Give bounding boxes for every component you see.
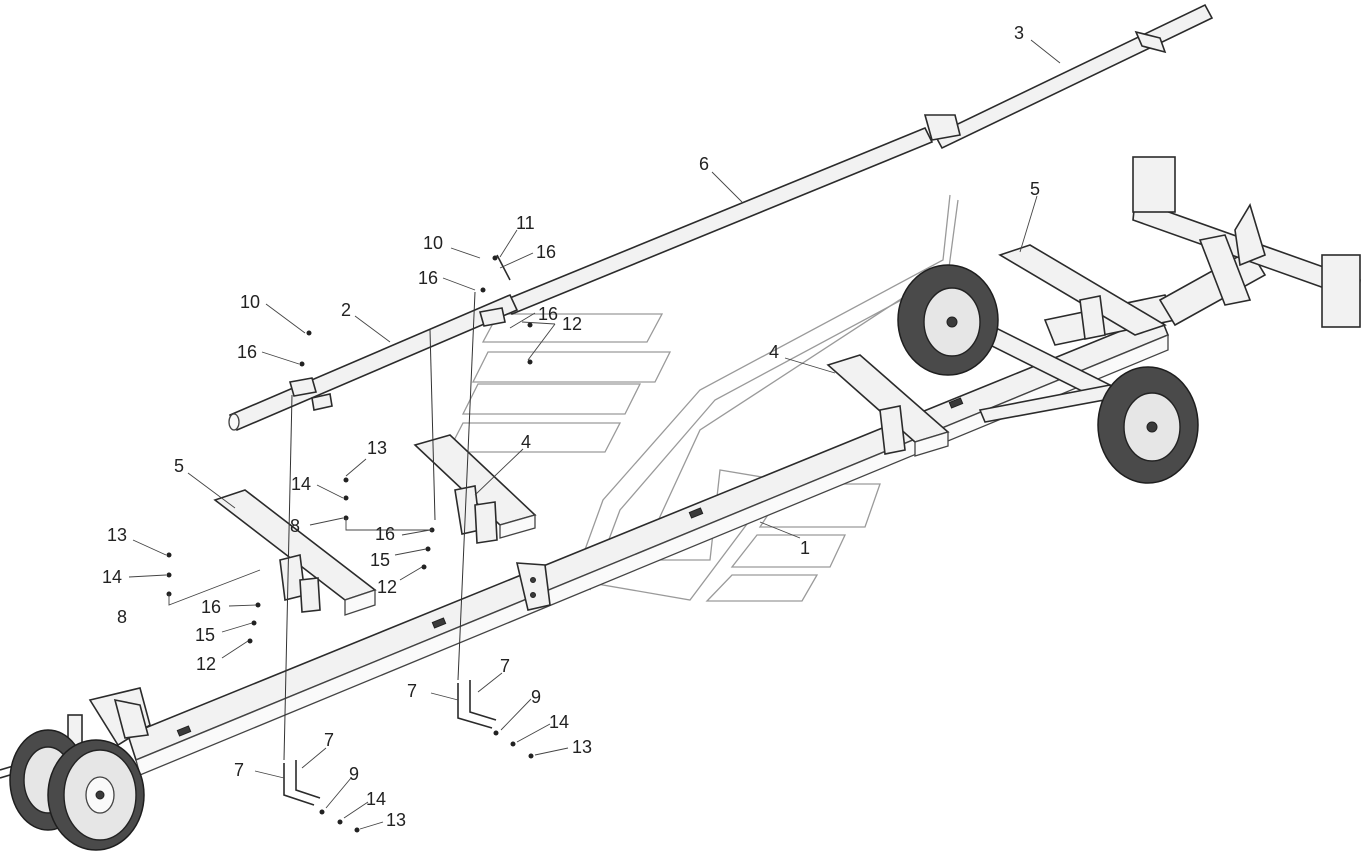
bracket-4-front <box>413 434 537 544</box>
callout-16: 16 <box>375 524 395 544</box>
callout-8: 8 <box>290 516 300 536</box>
callout-13: 13 <box>386 810 406 830</box>
front-wheel-right <box>47 739 145 851</box>
u-bolt-lower-right <box>457 680 497 729</box>
callout-5: 5 <box>1030 179 1040 199</box>
callout-labels: 3 6 11 10 16 16 16 12 10 16 2 5 4 5 4 13… <box>102 23 1040 830</box>
callout-12: 12 <box>196 654 216 674</box>
callout-7: 7 <box>234 760 244 780</box>
callout-5: 5 <box>174 456 184 476</box>
callout-13: 13 <box>367 438 387 458</box>
callout-9: 9 <box>531 687 541 707</box>
rear-wheel-left <box>897 264 999 376</box>
callout-16: 16 <box>418 268 438 288</box>
callout-16: 16 <box>536 242 556 262</box>
assembly-lines <box>283 291 476 761</box>
callout-14: 14 <box>366 789 386 809</box>
callout-10: 10 <box>240 292 260 312</box>
tube-6 <box>503 126 934 316</box>
callout-13: 13 <box>107 525 127 545</box>
callout-14: 14 <box>549 712 569 732</box>
bracket-4-rear <box>826 354 950 457</box>
callout-1: 1 <box>800 538 810 558</box>
callout-15: 15 <box>195 625 215 645</box>
callout-12: 12 <box>562 314 582 334</box>
u-bolt-lower-left <box>283 760 321 806</box>
callout-15: 15 <box>370 550 390 570</box>
tube-2 <box>228 293 519 432</box>
leader-lines <box>128 39 1061 830</box>
callout-2: 2 <box>341 300 351 320</box>
callout-7: 7 <box>500 656 510 676</box>
callout-10: 10 <box>423 233 443 253</box>
callout-7: 7 <box>324 730 334 750</box>
callout-13: 13 <box>572 737 592 757</box>
callout-12: 12 <box>377 577 397 597</box>
callout-16: 16 <box>201 597 221 617</box>
callout-14: 14 <box>291 474 311 494</box>
bracket-5-rear <box>998 244 1167 340</box>
callout-16: 16 <box>237 342 257 362</box>
rear-wheel-right <box>1097 366 1199 484</box>
callout-8: 8 <box>117 607 127 627</box>
bracket-5-front <box>213 489 377 616</box>
callout-16: 16 <box>538 304 558 324</box>
fasteners <box>166 254 534 833</box>
callout-6: 6 <box>699 154 709 174</box>
callout-7: 7 <box>407 681 417 701</box>
callout-4: 4 <box>769 342 779 362</box>
tube-3 <box>923 3 1214 150</box>
callout-4: 4 <box>521 432 531 452</box>
callout-3: 3 <box>1014 23 1024 43</box>
callout-14: 14 <box>102 567 122 587</box>
callout-9: 9 <box>349 764 359 784</box>
callout-11: 11 <box>516 213 535 233</box>
